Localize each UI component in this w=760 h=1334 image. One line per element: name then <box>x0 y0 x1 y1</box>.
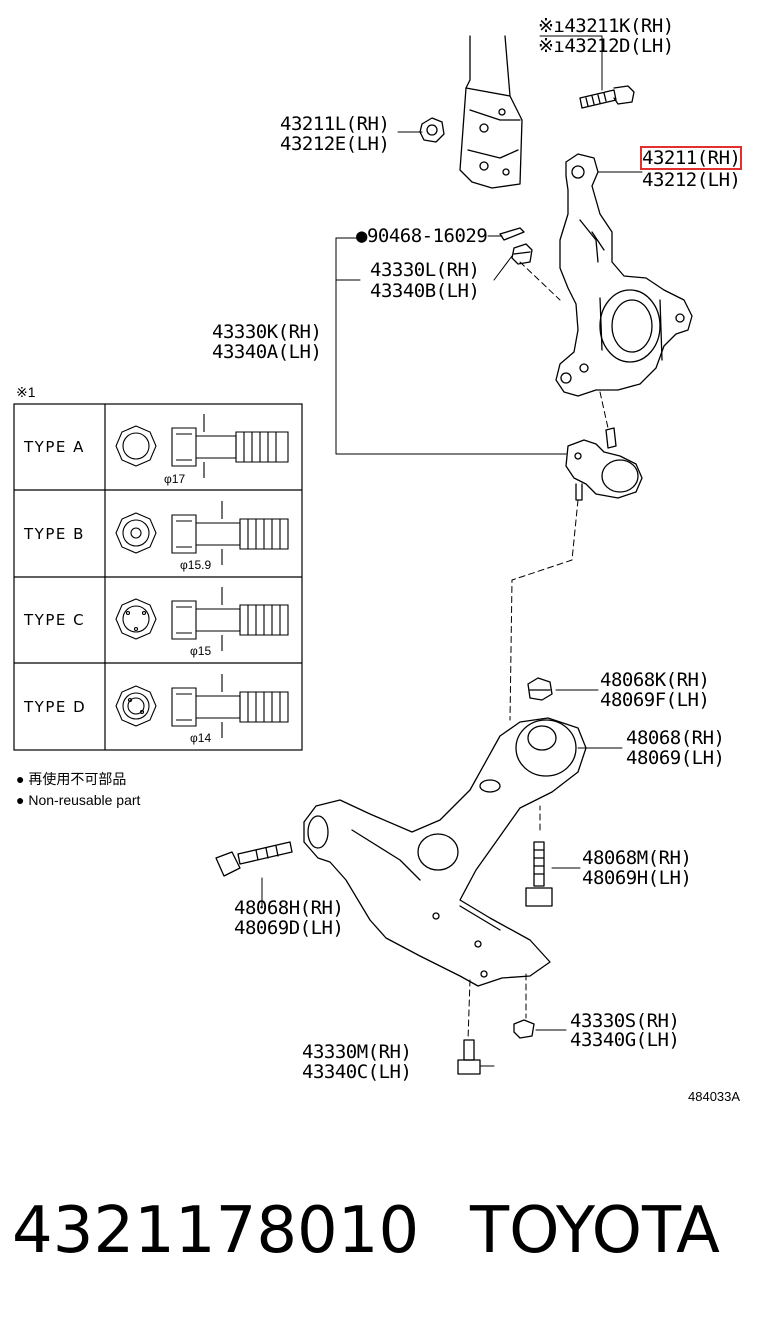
callout-bolt-vert-rh: 48068M(RH) <box>582 847 692 869</box>
callout-knuckle-lh: 43212(LH) <box>642 169 741 191</box>
callout-nut-bottom-lh: 43340G(LH) <box>570 1029 680 1051</box>
part-number: 4321178010 <box>12 1194 420 1268</box>
hub-bolt-sketches <box>115 414 289 738</box>
callout-bolt-top-lh: ※ı43212D(LH) <box>538 35 674 57</box>
type-row-diameter: φ14 <box>190 731 212 745</box>
ball-joint <box>565 427 643 501</box>
type-row-label: TYPE A <box>24 438 85 456</box>
brand-name: TOYOTA <box>470 1194 720 1268</box>
callout-bolt-bottom-rh: 43330M(RH) <box>302 1041 412 1063</box>
callout-nut-arm-lh: 48069F(LH) <box>600 689 710 711</box>
cotter-nut <box>499 227 533 265</box>
callout-bolt-front-rh: 48068H(RH) <box>234 897 344 919</box>
top-bolt <box>579 85 635 109</box>
callout-ball-joint-lh: 43340A(LH) <box>212 341 322 363</box>
callout-arm-rh: 48068(RH) <box>626 727 725 749</box>
front-bolt <box>215 841 293 877</box>
leader-lines <box>261 35 643 1067</box>
callout-bolt-top-rh: ※ı43211K(RH) <box>538 15 674 37</box>
bottom-nut <box>513 1019 535 1039</box>
callout-nut-arm-rh: 48068K(RH) <box>600 669 710 691</box>
legend-en: ● Non-reusable part <box>16 792 141 808</box>
type-row-label: TYPE B <box>24 525 85 543</box>
strut-bracket <box>459 35 523 189</box>
callout-nut-ball-rh: 43330L(RH) <box>370 259 480 281</box>
lower-arm <box>303 717 587 987</box>
vertical-bolt <box>525 841 553 907</box>
callout-bolt-bottom-lh: 43340C(LH) <box>302 1061 412 1083</box>
steering-knuckle <box>555 153 693 397</box>
legend-jp: ● 再使用不可部品 <box>16 771 127 787</box>
callout-bolt-vert-lh: 48069H(LH) <box>582 867 692 889</box>
callout-ball-joint-rh: 43330K(RH) <box>212 321 322 343</box>
callout-nut-bottom-rh: 43330S(RH) <box>570 1010 680 1032</box>
callout-cotter-pin: ●90468-16029 <box>356 225 488 247</box>
dashed-lines <box>467 261 609 1041</box>
drawing-id: 484033A <box>688 1089 741 1104</box>
callout-nut-top-lh: 43212E(LH) <box>280 133 390 155</box>
callout-nut-ball-lh: 43340B(LH) <box>370 280 480 302</box>
type-row-diameter: φ17 <box>164 472 186 486</box>
callout-arm-lh: 48069(LH) <box>626 747 725 769</box>
callout-knuckle-rh[interactable]: 43211(RH) <box>639 146 743 170</box>
type-table-grid <box>13 403 303 751</box>
table-note-mark: ※1 <box>16 384 36 400</box>
type-row-diameter: φ15 <box>190 644 212 658</box>
type-row-label: TYPE C <box>24 611 86 629</box>
callout-nut-top-rh: 43211L(RH) <box>280 113 390 135</box>
top-nut <box>419 117 445 143</box>
arm-nut <box>527 677 553 701</box>
type-row-label: TYPE D <box>24 698 87 716</box>
type-row-diameter: φ15.9 <box>180 558 212 572</box>
callout-bolt-front-lh: 48069D(LH) <box>234 917 344 939</box>
bottom-bolt <box>457 1039 481 1075</box>
